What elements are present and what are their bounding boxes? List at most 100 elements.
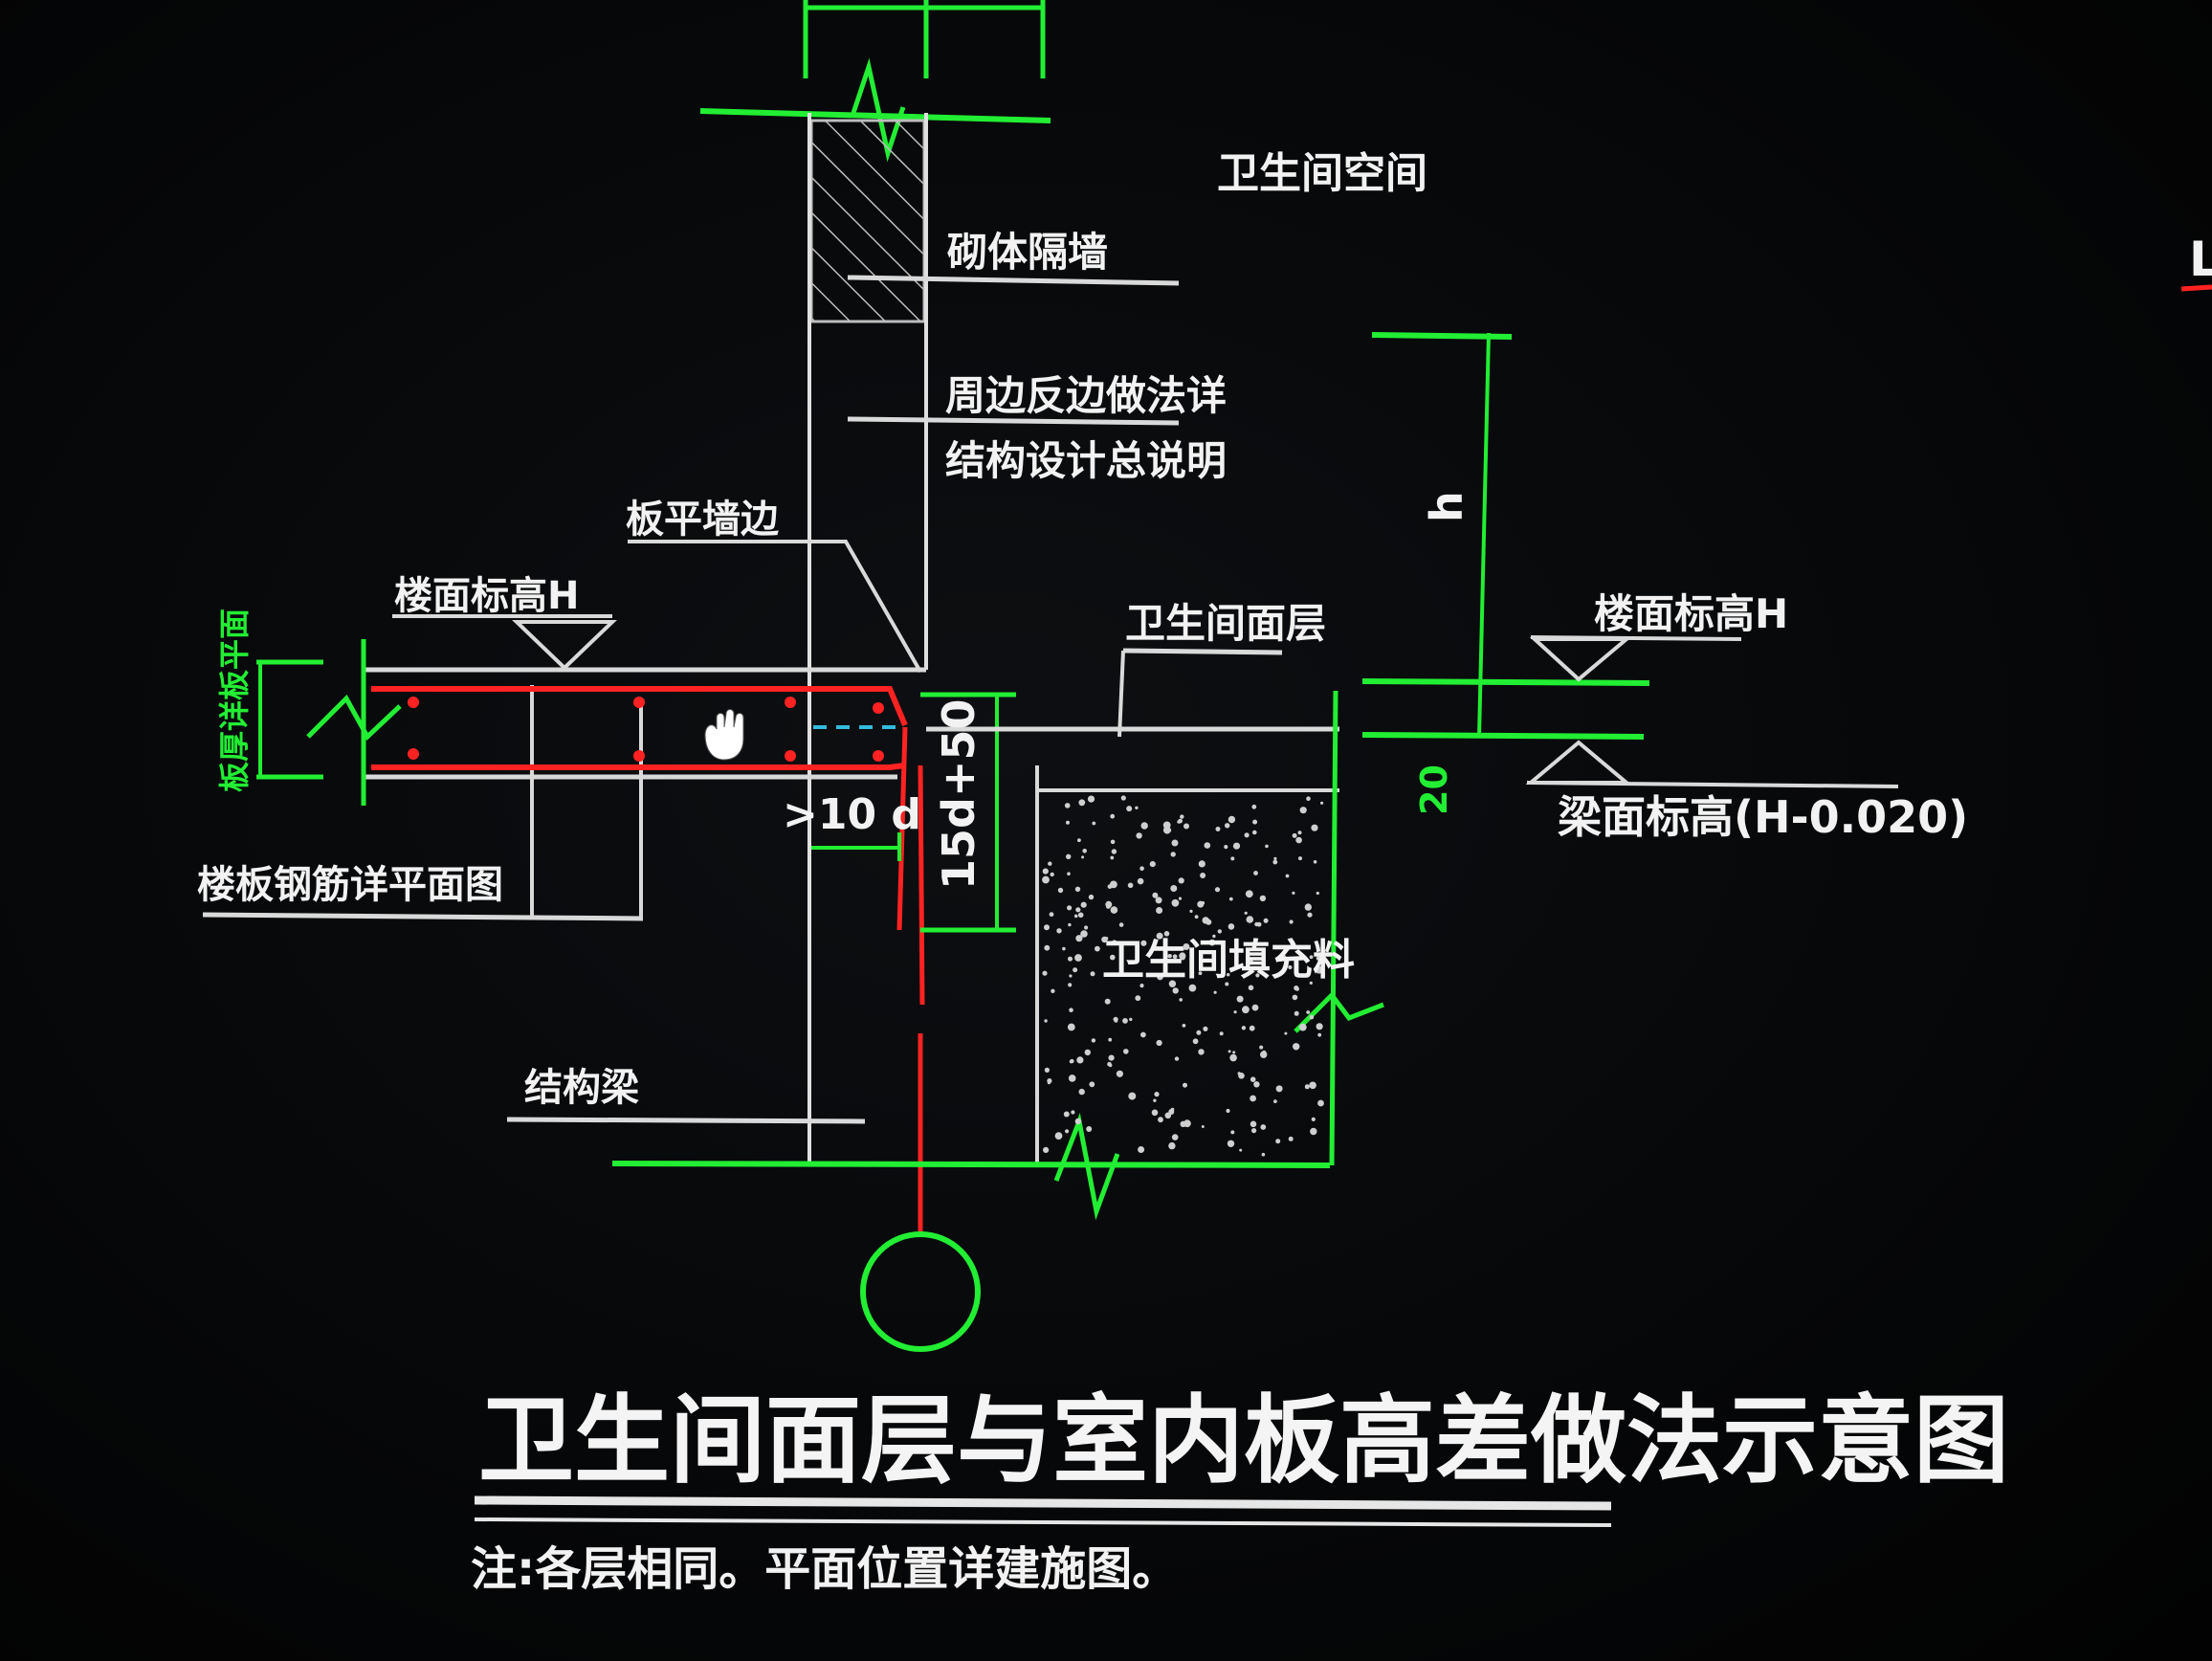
fill-dot <box>1110 839 1116 845</box>
fill-dot <box>1252 819 1258 825</box>
fill-dot <box>1088 894 1095 900</box>
label-slab-flush-edge: 板平墙边 <box>626 498 780 542</box>
rebar-dot <box>873 702 884 714</box>
fill-dot <box>1180 814 1184 819</box>
fill-dot <box>1171 1134 1179 1141</box>
fill-dot <box>1242 1006 1250 1014</box>
fill-dot <box>1189 909 1193 914</box>
fill-dot <box>1126 806 1133 812</box>
fill-dot <box>1077 838 1081 843</box>
fill-dot <box>1252 830 1257 835</box>
rebar-dot <box>408 748 419 760</box>
masonry-wall-hatch <box>809 119 926 323</box>
fill-dot <box>1309 1014 1315 1020</box>
fill-dot <box>1232 842 1241 850</box>
fill-dot <box>1089 1081 1095 1088</box>
fill-dot <box>1111 849 1117 854</box>
fill-dot <box>1174 1056 1180 1061</box>
fill-dot <box>1238 1073 1245 1079</box>
bathroom-finish-leader <box>1117 650 1125 738</box>
label-bathroom-finish: 卫生间面层 <box>1125 600 1326 647</box>
fill-dot <box>1128 1092 1137 1100</box>
fill-dot <box>1151 1109 1159 1117</box>
fill-dot <box>1201 1125 1205 1128</box>
fill-dot <box>1071 1110 1075 1115</box>
fill-dot <box>1163 931 1170 937</box>
fill-dot <box>1152 892 1159 898</box>
fill-dot <box>1073 967 1078 973</box>
fill-dot <box>1224 845 1228 850</box>
fill-dot <box>1138 1146 1145 1153</box>
dim-10d <box>811 832 901 861</box>
fill-dot <box>1261 1152 1266 1157</box>
beam-bottom-line <box>611 1161 1331 1168</box>
fill-dot <box>1215 827 1221 831</box>
right-edge-fragment: L <box>2180 232 2212 292</box>
fill-dot <box>1044 944 1051 951</box>
label-structural-beam: 结构梁 <box>524 1066 639 1110</box>
fill-dot <box>1167 954 1172 959</box>
fill-dot <box>1213 990 1217 994</box>
fill-dot <box>1183 823 1189 830</box>
fill-dot <box>1070 1058 1074 1064</box>
fill-dot <box>1219 1031 1224 1036</box>
rebar-dot <box>785 697 796 708</box>
fill-dot <box>1110 855 1115 860</box>
fill-dot <box>1313 860 1317 864</box>
fill-dot <box>1294 986 1299 991</box>
fill-dot <box>1217 929 1223 934</box>
fill-dot <box>1075 907 1081 913</box>
fill-dot <box>1073 914 1078 919</box>
title-underline-1 <box>474 1495 1612 1511</box>
fill-dot <box>1149 861 1156 868</box>
label-dim-20: 20 <box>1413 764 1455 815</box>
fill-dot <box>1288 1136 1294 1141</box>
fill-dot <box>1129 1017 1133 1022</box>
fill-dot <box>1074 954 1082 962</box>
axis-circle <box>860 1231 981 1352</box>
label-floor-elev-left: 楼面标高H <box>394 574 579 618</box>
edge-red-mark <box>2180 284 2212 292</box>
fill-dot <box>1077 912 1084 919</box>
fill-dot <box>1259 895 1267 902</box>
label-masonry-wall: 砌体隔墙 <box>947 229 1108 276</box>
rebar-top <box>371 686 908 727</box>
fill-dot <box>1229 1053 1237 1062</box>
fill-dot <box>1156 1039 1162 1047</box>
fill-dot <box>1043 1146 1050 1153</box>
fill-dot <box>1249 1025 1255 1031</box>
label-slab-thickness-plan: 板厚详板平面 <box>216 609 253 792</box>
fill-dot <box>1214 887 1221 893</box>
fill-dot <box>1253 871 1258 875</box>
fill-dot <box>1273 856 1277 861</box>
fill-dot <box>1275 1085 1283 1093</box>
fill-dot <box>1170 852 1176 857</box>
fill-dot <box>1054 1132 1063 1140</box>
fill-dot <box>1108 1054 1115 1061</box>
elev-right-triangle <box>1529 637 1632 682</box>
fill-dot <box>1183 1082 1187 1088</box>
fill-dot <box>1050 872 1054 877</box>
fill-dot <box>1139 984 1144 988</box>
fill-dot <box>1044 1019 1048 1023</box>
fill-dot <box>1251 1004 1259 1011</box>
fill-dot <box>1299 807 1307 814</box>
fill-dot <box>1202 917 1209 924</box>
fill-dot <box>1068 922 1072 927</box>
fill-dot <box>1298 1023 1307 1031</box>
fill-dot <box>1122 1018 1128 1024</box>
fill-dot <box>1042 970 1048 976</box>
fill-dot <box>1084 925 1089 930</box>
fill-dot <box>1230 1130 1235 1135</box>
fill-dot <box>1105 937 1109 941</box>
fill-dot <box>1273 1099 1277 1103</box>
fill-dot <box>1316 956 1320 961</box>
fill-dot <box>1140 822 1148 830</box>
fill-dot <box>1153 1098 1157 1102</box>
fill-dot <box>1084 1049 1092 1056</box>
fill-dot <box>1317 1099 1324 1107</box>
fill-dot <box>1127 882 1134 889</box>
rebar-dot <box>633 750 645 762</box>
